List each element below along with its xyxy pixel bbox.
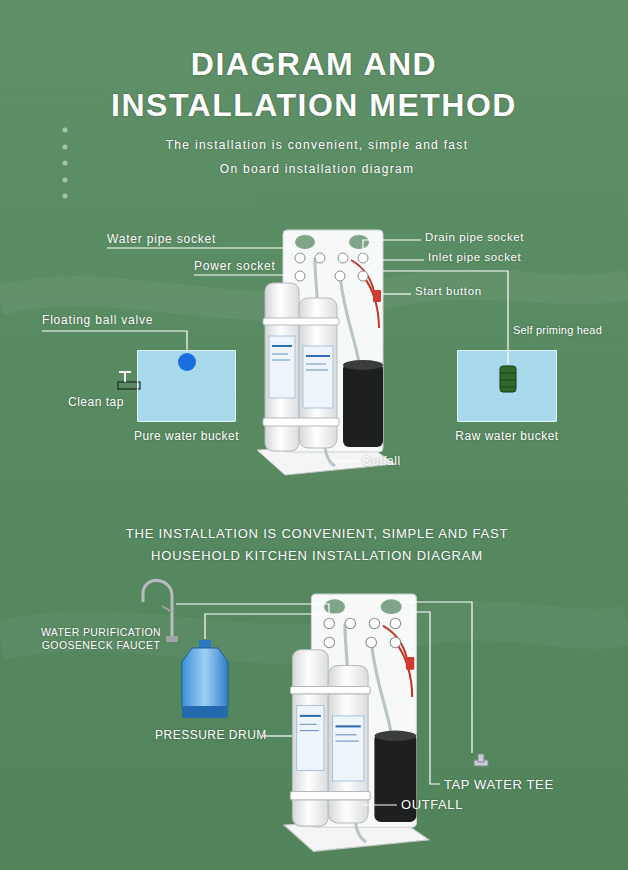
bucket-water: [137, 350, 236, 422]
bucket-label: Pure water bucket: [134, 429, 239, 443]
part-label: Self priming head: [513, 324, 602, 337]
dot: [63, 128, 68, 133]
part-label: WATER PURIFICATION GOOSENECK FAUCET: [26, 626, 176, 651]
leader-line: [205, 614, 350, 639]
drum-neck: [199, 640, 211, 648]
head-rib: [500, 387, 516, 388]
tap-stem: [124, 372, 126, 382]
section-heading: THE INSTALLATION IS CONVENIENT, SIMPLE A…: [3, 526, 628, 542]
leader-line: [107, 248, 300, 253]
faucet-lever: [162, 606, 172, 612]
dot: [63, 194, 68, 199]
bucket-label: Raw water bucket: [455, 429, 558, 443]
float-ball: [178, 353, 196, 371]
leader-line: [382, 293, 411, 294]
bucket-water: [457, 350, 557, 422]
tee-branch: [478, 754, 484, 762]
section-heading: HOUSEHOLD KITCHEN INSTALLATION DIAGRAM: [3, 548, 628, 564]
head-rib: [500, 380, 516, 381]
head-body: [500, 366, 516, 392]
purifier-machine: [284, 594, 429, 851]
drum-body: [182, 648, 228, 712]
faucet-base: [166, 636, 178, 642]
part-label: Power socket: [194, 259, 276, 273]
dot: [63, 145, 68, 150]
leader-line: [194, 274, 294, 275]
leader-line: [362, 804, 397, 805]
leader-line: [333, 460, 358, 461]
part-label: OUTFALL: [401, 797, 463, 813]
bucket-box: Raw water bucket: [457, 350, 557, 422]
tap-handle: [119, 371, 131, 373]
head-rib: [500, 373, 516, 374]
part-label: Start button: [415, 285, 482, 299]
diagram-title: DIAGRAM AND INSTALLATION METHOD: [84, 44, 544, 126]
bullet-dots: [63, 128, 68, 199]
leader-line: [400, 602, 472, 753]
subtitle: The installation is convenient, simple a…: [3, 138, 628, 152]
part-label: Water pipe socket: [107, 232, 216, 246]
subtitle: On board installation diagram: [3, 162, 628, 176]
dot: [63, 161, 68, 166]
self-priming-head-icon: [500, 366, 516, 392]
part-label: Drain pipe socket: [425, 231, 524, 245]
pressure-drum-icon: [182, 640, 228, 718]
bucket-box: Pure water bucket: [137, 350, 236, 422]
leader-line: [367, 260, 424, 272]
part-label: TAP WATER TEE: [444, 777, 554, 793]
leader-line: [42, 331, 187, 352]
drum-base: [182, 706, 228, 718]
leader-line: [363, 240, 421, 253]
leader-line: [176, 604, 329, 617]
part-label: Inlet pipe socket: [428, 251, 521, 265]
tee-icon: [474, 754, 488, 766]
part-label: Outfall: [362, 454, 401, 468]
dot: [63, 178, 68, 183]
part-label: PRESSURE DRUM: [155, 728, 267, 742]
part-label: Clean tap: [68, 395, 124, 409]
part-label: Floating ball valve: [42, 313, 153, 327]
purifier-machine: [257, 230, 395, 475]
leader-line: [410, 612, 440, 784]
leader-lines: [42, 240, 508, 805]
